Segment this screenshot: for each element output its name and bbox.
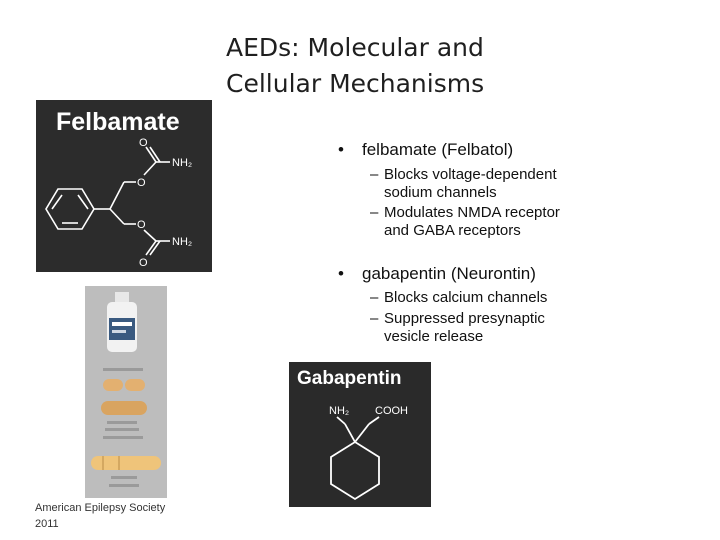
felbamate-atom-o3: O [137, 219, 146, 231]
slide-title-line1: AEDs: Molecular and [226, 33, 484, 62]
slide-title: AEDs: Molecular and Cellular Mechanisms [226, 30, 686, 102]
pill-card-illustration [91, 292, 161, 487]
footer-line1: American Epilepsy Society [35, 502, 166, 514]
bullet-gabapentin: • gabapentin (Neurontin) [338, 264, 536, 284]
felbamate-image-label: Felbamate [56, 108, 180, 136]
gabapentin-atom-nh2: NH₂ [329, 405, 349, 417]
gabapentin-atom-cooh: COOH [375, 405, 408, 417]
bullet-felbamate: • felbamate (Felbatol) [338, 140, 513, 160]
felbamate-atom-o2: O [137, 177, 146, 189]
felbamate-atom-nh2-1: NH₂ [172, 157, 192, 169]
felbatol-pill-card-image [85, 286, 167, 498]
gabapentin-molecule-diagram: NH₂ COOH [329, 405, 408, 501]
sub-bullet-gabapentin-1: –Blocks calcium channels [370, 289, 548, 306]
footer-line2: 2011 [35, 518, 59, 530]
felbamate-atom-nh2-2: NH₂ [172, 236, 192, 248]
gabapentin-image-label: Gabapentin [297, 368, 402, 389]
bullet-gabapentin-text: gabapentin (Neurontin) [362, 264, 536, 283]
felbamate-molecule-diagram: O NH₂ O O NH₂ O [45, 137, 192, 269]
felbamate-structure-image: O NH₂ O O NH₂ O Felbamate [36, 100, 212, 272]
felbamate-atom-o1: O [139, 137, 148, 149]
footer-credit: American Epilepsy Society 2011 [35, 500, 195, 532]
gabapentin-structure-image: NH₂ COOH Gabapentin [289, 362, 431, 507]
bullet-dot: • [338, 264, 344, 283]
sub-bullet-felbamate-2: –Modulates NMDA receptor and GABA recept… [370, 204, 560, 239]
sub-bullet-felbamate-1: –Blocks voltage-dependent sodium channel… [370, 166, 557, 201]
sub-bullet-gabapentin-2: –Suppressed presynaptic vesicle release [370, 310, 545, 345]
felbamate-atom-o4: O [139, 257, 148, 269]
slide-title-line2: Cellular Mechanisms [226, 69, 485, 98]
bullet-felbamate-text: felbamate (Felbatol) [362, 140, 514, 159]
bullet-dot: • [338, 140, 344, 159]
